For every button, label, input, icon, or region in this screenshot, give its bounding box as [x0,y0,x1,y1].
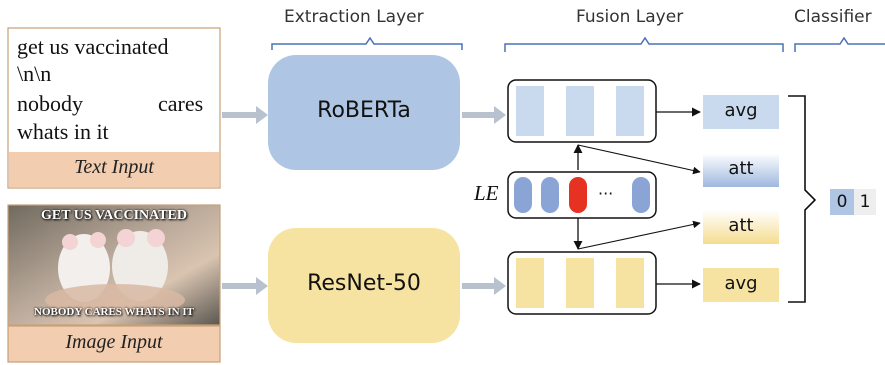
roberta-label: RoBERTa [317,98,411,123]
att-box-text [703,153,779,187]
att-label-text: att [728,158,754,179]
arrow-roberta-to-fusion [462,106,506,124]
avg-label-image: avg [724,273,758,294]
image-feature-1 [516,258,544,308]
arrow-resnet-to-fusion [462,277,506,295]
classifier-layer-title: Classifier [794,7,872,27]
image-meme-top-text: GET US VACCINATED [40,208,187,223]
le-token-2 [541,177,559,213]
fusion-bracket [504,36,784,52]
classifier-brace [788,95,817,303]
avg-label-text: avg [724,100,758,121]
text-input-caption: Text Input [74,156,154,178]
class-1-label: 1 [859,192,871,212]
rat-right [112,231,168,301]
text-feature-3 [616,86,644,136]
text-input-caption-bg [9,152,219,187]
arrow-image-att [577,220,701,250]
avg-box-text [703,95,779,129]
le-label: LE [474,181,499,205]
image-input-caption-bg [7,325,221,363]
le-token-last [632,177,650,213]
image-meme-bottom-text: NOBODY CARES WHATS IN IT [34,306,194,318]
le-ellipsis: ··· [598,184,614,203]
le-token-cls [569,177,587,213]
text-feature-2 [566,86,594,136]
image-input-caption: Image Input [65,331,163,353]
classifier-bracket [794,36,885,52]
le-token-1 [514,177,532,213]
text-input-line-3a: nobody [17,91,83,116]
text-feature-1 [516,86,544,136]
image-feature-2 [566,258,594,308]
text-input-line-1: get us vaccinated [17,34,169,59]
roberta-box [268,55,460,170]
text-input-line-3b: cares [158,91,204,116]
text-input-line-2: \n\n [17,61,52,86]
extraction-layer-title: Extraction Layer [284,7,424,27]
image-feature-3 [616,258,644,308]
resnet-label: ResNet-50 [307,271,421,296]
class-0-label: 0 [836,192,848,212]
class-0-box [830,189,854,215]
extraction-bracket [271,36,463,50]
att-box-image [703,210,779,244]
arrow-text-att [577,144,701,175]
class-1-box [854,189,876,215]
avg-box-image [703,268,779,302]
arrow-image-to-resnet [222,277,268,295]
text-input-line-4: whats in it [17,119,109,144]
att-label-image: att [728,215,754,236]
resnet-box [268,228,460,343]
fusion-layer-title: Fusion Layer [576,7,684,27]
arrow-text-to-roberta [222,106,268,124]
